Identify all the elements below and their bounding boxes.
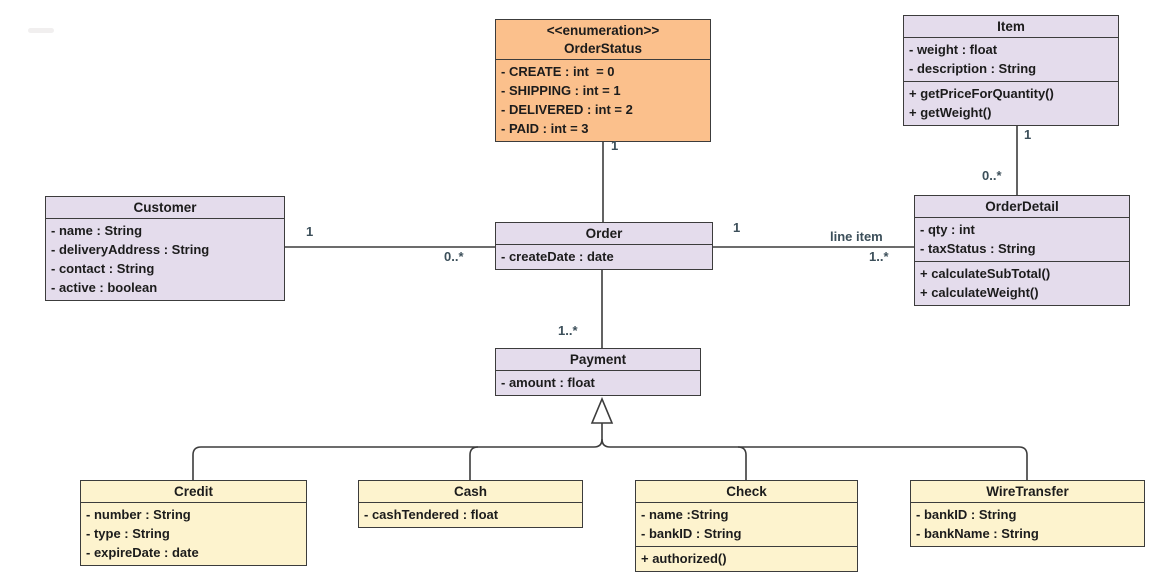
class-name: Check [636,481,857,503]
generalization-branch-cash [469,446,479,481]
generalization-branch-check [737,446,747,481]
attribute: - number : String [86,507,191,522]
class-credit: Credit - number : String - type : String… [80,480,307,566]
attribute: - bankName : String [916,526,1039,541]
attribute: - CREATE : int = 0 [501,64,615,79]
attribute: - active : boolean [51,280,158,295]
class-order: Order - createDate : date [495,222,713,270]
attribute: - contact : String [51,261,155,276]
multiplicity-orderdetail-item-end: 0..* [982,168,1002,183]
attributes-compartment: - cashTendered : float [359,503,582,527]
method: + getWeight() [909,105,992,120]
attributes-compartment: - name : String - deliveryAddress : Stri… [46,219,284,300]
attribute: - name : String [51,223,143,238]
attribute: - DELIVERED : int = 2 [501,102,633,117]
attribute: - bankID : String [916,507,1017,522]
class-name: Order [496,223,712,245]
attribute: - type : String [86,526,170,541]
method: + calculateSubTotal() [920,266,1051,281]
class-name: WireTransfer [911,481,1144,503]
attribute: - bankID : String [641,526,742,541]
multiplicity-orderdetail-end: 1..* [869,249,889,264]
multiplicity-payment-end: 1..* [558,323,578,338]
class-wiretransfer: WireTransfer - bankID : String - bankNam… [910,480,1145,547]
class-name: Cash [359,481,582,503]
attributes-compartment: - CREATE : int = 0 - SHIPPING : int = 1 … [496,60,710,141]
attribute: - taxStatus : String [920,241,1036,256]
attribute: - cashTendered : float [364,507,499,522]
attributes-compartment: - name :String - bankID : String [636,503,857,546]
attributes-compartment: - weight : float - description : String [904,38,1118,81]
class-name: Item [904,16,1118,38]
attribute: - qty : int [920,222,975,237]
attributes-compartment: - createDate : date [496,245,712,269]
attribute: - amount : float [501,375,595,390]
method: + getPriceForQuantity() [909,86,1054,101]
multiplicity-item-end: 1 [1024,127,1032,142]
stereotype-label: <<enumeration>> [546,23,660,38]
multiplicity-order-detail-end: 1 [733,220,741,235]
class-customer: Customer - name : String - deliveryAddre… [45,196,285,301]
attribute: - SHIPPING : int = 1 [501,83,621,98]
role-line-item: line item [830,229,883,244]
attributes-compartment: - qty : int - taxStatus : String [915,218,1129,261]
method: + calculateWeight() [920,285,1039,300]
generalization-triangle-icon [590,396,614,424]
methods-compartment: + authorized() [636,546,857,571]
multiplicity-customer-end: 1 [306,224,314,239]
attributes-compartment: - number : String - type : String - expi… [81,503,306,565]
class-orderdetail: OrderDetail - qty : int - taxStatus : St… [914,195,1130,306]
class-cash: Cash - cashTendered : float [358,480,583,528]
attribute: - deliveryAddress : String [51,242,210,257]
class-orderstatus-header: <<enumeration>> OrderStatus [496,20,710,60]
attribute: - weight : float [909,42,998,57]
class-name: Payment [496,349,700,371]
multiplicity-order-customer-end: 0..* [444,249,464,264]
attribute: - PAID : int = 3 [501,121,589,136]
attribute: - expireDate : date [86,545,199,560]
attribute: - description : String [909,61,1037,76]
attributes-compartment: - bankID : String - bankName : String [911,503,1144,546]
generalization-branch-credit [192,423,603,481]
methods-compartment: + calculateSubTotal() + calculateWeight(… [915,261,1129,305]
class-name: Credit [81,481,306,503]
class-name: OrderStatus [563,41,643,56]
attribute: - name :String [641,507,729,522]
class-payment: Payment - amount : float [495,348,701,396]
class-item: Item - weight : float - description : St… [903,15,1119,126]
attributes-compartment: - amount : float [496,371,700,395]
class-orderstatus: <<enumeration>> OrderStatus - CREATE : i… [495,19,711,142]
attribute: - createDate : date [501,249,614,264]
method: + authorized() [641,551,727,566]
class-name: Customer [46,197,284,219]
methods-compartment: + getPriceForQuantity() + getWeight() [904,81,1118,125]
generalization-branch-wiretransfer [601,438,1028,481]
class-check: Check - name :String - bankID : String +… [635,480,858,572]
class-name: OrderDetail [915,196,1129,218]
multiplicity-orderstatus-end: 1 [611,138,619,153]
artifact-smudge [28,28,54,33]
